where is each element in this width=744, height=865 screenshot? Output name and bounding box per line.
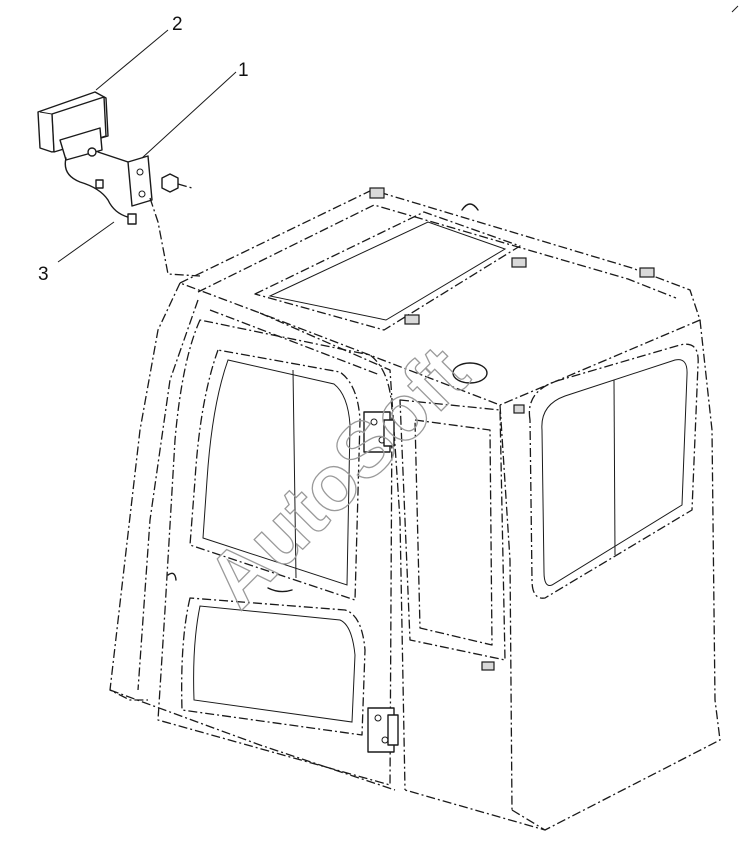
nut	[161, 173, 179, 193]
lower-hinge	[367, 707, 399, 753]
work-lamp	[37, 91, 109, 161]
callout-leaders	[57, 29, 237, 263]
callout-2: 2	[172, 14, 183, 35]
upper-hinge	[363, 411, 395, 453]
callout-1: 1	[238, 60, 249, 81]
callout-3: 3	[38, 264, 49, 285]
mounting-bracket	[127, 155, 153, 207]
corner-mark	[731, 5, 739, 13]
work-light-assembly	[37, 91, 201, 277]
autosoft-watermark: AutoSoft	[190, 329, 485, 624]
cab-body	[109, 187, 721, 831]
